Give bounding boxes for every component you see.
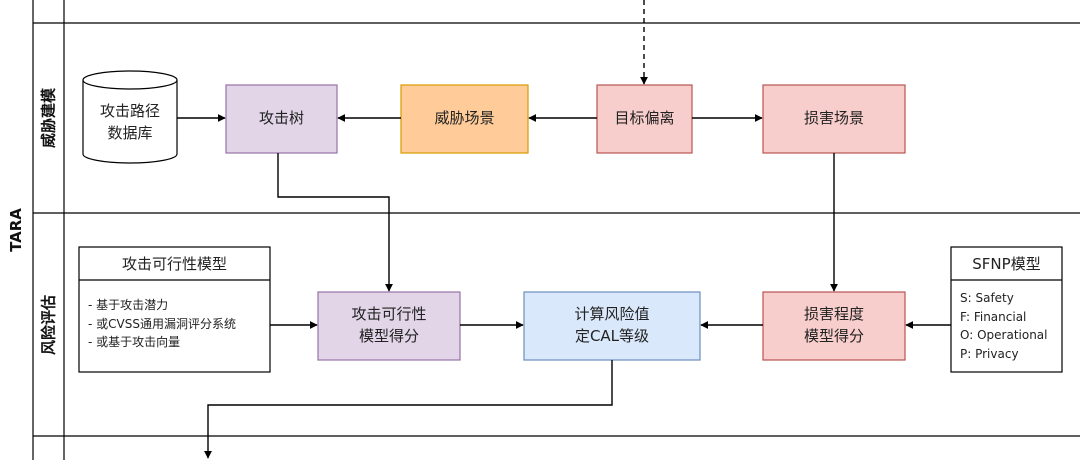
- feasibility-model-item: - 或基于攻击向量: [88, 335, 181, 350]
- sfnp-model-title: SFNP模型: [972, 255, 1041, 273]
- swimlane-frame: [32, 0, 1080, 460]
- attack-path-db-label: 攻击路径 数据库: [99, 102, 160, 142]
- sfnp-model-list: S: Safety F: Financial O: Operational P:…: [960, 289, 1048, 363]
- lane-label-risk-assessment: 风险评估: [39, 294, 58, 356]
- feasibility-score-label: 攻击可行性 模型得分: [351, 305, 427, 345]
- damage-scenario-label: 损害场景: [803, 109, 864, 128]
- feasibility-model-list: - 基于攻击潜力 - 或CVSS通用漏洞评分系统 - 或基于攻击向量: [88, 296, 236, 352]
- feasibility-model-item: - 基于攻击潜力: [88, 298, 169, 312]
- goal-deviation-box: [596, 84, 693, 154]
- risk-calc-label: 计算风险值 定CAL等级: [574, 305, 650, 345]
- damage-scenario-box: [762, 84, 906, 154]
- sfnp-model-item: F: Financial: [960, 309, 1027, 324]
- sfnp-model-item: S: Safety: [960, 291, 1014, 305]
- arrow-risk-to-next: [204, 360, 613, 459]
- attack-tree-box: [225, 84, 338, 154]
- sfnp-model-box: [950, 246, 1063, 373]
- feasibility-model-item: - 或CVSS通用漏洞评分系统: [88, 316, 236, 331]
- feasibility-score-box: [317, 291, 461, 361]
- arrow-attack-tree-to-feasibility: [277, 153, 393, 292]
- feasibility-model-title: 攻击可行性模型: [121, 255, 227, 273]
- damage-degree-label: 损害程度 模型得分: [803, 305, 864, 345]
- attack-path-database-shape: [82, 70, 178, 164]
- sfnp-model-item: P: Privacy: [960, 346, 1019, 361]
- attack-tree-label: 攻击树: [258, 109, 304, 128]
- threat-scenario-box: [400, 84, 529, 154]
- sfnp-model-item: O: Operational: [960, 328, 1048, 343]
- lane-label-threat-modeling: 威胁建模: [39, 87, 58, 149]
- connectors: [177, 0, 951, 459]
- pool-label: TARA: [7, 208, 25, 252]
- goal-deviation-label: 目标偏离: [614, 109, 675, 128]
- damage-degree-box: [762, 291, 906, 361]
- threat-scenario-label: 威胁场景: [434, 109, 495, 128]
- feasibility-model-box: [78, 246, 271, 373]
